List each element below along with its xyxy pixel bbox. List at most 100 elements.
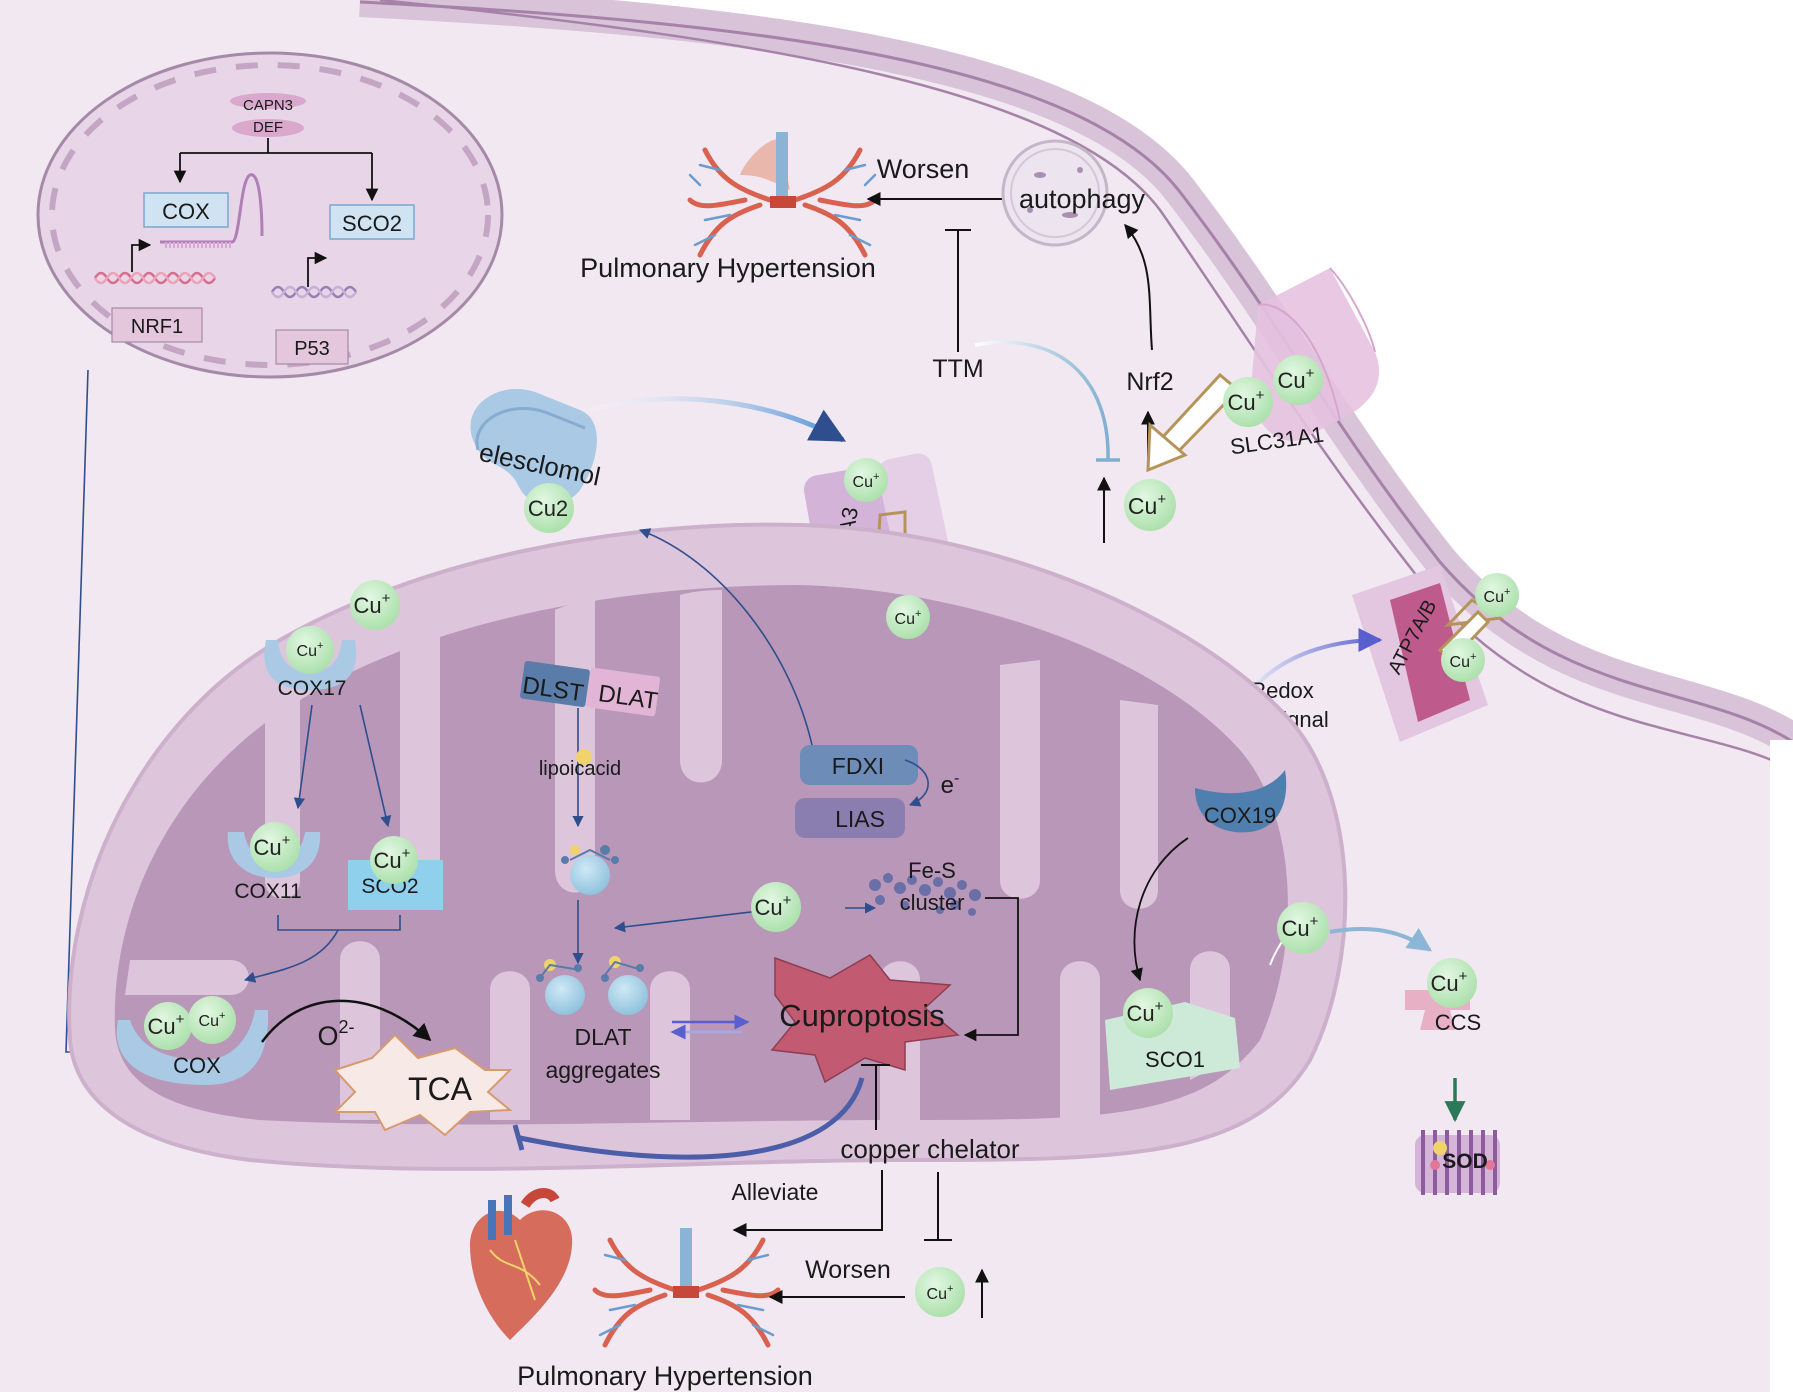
copper-chelator-label: copper chelator xyxy=(840,1134,1020,1164)
svg-text:Cu+: Cu+ xyxy=(895,608,922,628)
ttm-curve xyxy=(974,340,1110,461)
svg-text:Cu+: Cu+ xyxy=(1127,998,1164,1026)
p53-box xyxy=(275,329,349,365)
plasma-membrane-inner xyxy=(359,0,1793,744)
cu-ion-sco2: Cu+ xyxy=(370,836,418,884)
capn3-label: CAPN3 xyxy=(243,97,293,114)
cox19-to-sco1-arrow xyxy=(1130,837,1189,982)
svg-text:Cu+: Cu+ xyxy=(254,832,291,860)
tca-star xyxy=(332,1033,513,1137)
svg-text:Cu+: Cu+ xyxy=(1228,387,1265,415)
ph-bottom-label: Pulmonary Hypertension xyxy=(517,1361,813,1391)
p53-label: P53 xyxy=(294,338,330,360)
fdx1-to-elesclomol-arrow xyxy=(638,528,813,746)
def-protein xyxy=(232,119,304,137)
cuproptosis-star xyxy=(770,954,960,1084)
nrf1-label: NRF1 xyxy=(131,316,183,338)
sco2-gene-box xyxy=(329,204,415,240)
cox17-label: COX17 xyxy=(278,677,347,700)
sod-label: SOD xyxy=(1442,1150,1488,1173)
heart-icon xyxy=(470,1188,573,1340)
fes-cluster-icon xyxy=(869,873,981,916)
chelator-to-tca-inhibit xyxy=(519,1077,865,1160)
dlat-aggregates-icon xyxy=(536,956,648,1015)
def-label: DEF xyxy=(253,119,283,136)
mrna-hairpin xyxy=(160,173,264,244)
dlat-aggregates-label-1: DLAT xyxy=(574,1024,631,1050)
cu-ion-atp7ab-top: Cu+ xyxy=(1475,573,1519,617)
cu-ion-cox-a: Cu+ xyxy=(144,1002,192,1050)
svg-text:Cu+: Cu+ xyxy=(1128,491,1166,519)
svg-text:Cu+: Cu+ xyxy=(148,1011,185,1039)
cox11-protein xyxy=(227,832,321,878)
to-cox-arrow xyxy=(243,929,339,983)
lias-protein xyxy=(795,798,905,838)
lung-icon-top xyxy=(687,132,878,258)
alleviate-label: Alleviate xyxy=(732,1179,819,1205)
cox17-to-sco2-arrow xyxy=(359,704,392,828)
svg-text:Cu+: Cu+ xyxy=(853,471,880,491)
cox-gene-label: COX xyxy=(162,199,210,224)
lipoicacid-label: lipoicacid xyxy=(539,758,621,780)
dlat-aggregates-label-2: aggregates xyxy=(545,1057,660,1083)
fdx1-label: FDXI xyxy=(832,753,884,779)
svg-text:Cu+: Cu+ xyxy=(1282,913,1319,941)
worsen-bottom-label: Worsen xyxy=(805,1256,891,1284)
ph-top-label: Pulmonary Hypertension xyxy=(580,253,876,283)
cox11-label: COX11 xyxy=(234,880,301,903)
plasma-membrane xyxy=(360,0,1793,1392)
dlst-protein xyxy=(520,660,590,708)
cu-ion-slc25a3-top: Cu+ xyxy=(844,458,888,502)
cu-ion-cox11: Cu+ xyxy=(250,822,300,872)
fes-to-cuproptosis-arrow xyxy=(963,897,1019,1042)
cu-ion-cytosol: Cu+ xyxy=(1124,479,1176,531)
plasma-membrane-edge xyxy=(379,0,1793,772)
cox17-to-cox11-arrow xyxy=(293,704,313,810)
cox19-protein xyxy=(1195,770,1287,833)
mitochondrion xyxy=(67,522,1348,1171)
svg-text:Cu+: Cu+ xyxy=(1484,586,1511,606)
nrf2-label: Nrf2 xyxy=(1126,368,1173,396)
cu-ion-mito-free: Cu+ xyxy=(350,580,400,630)
svg-text:Cu+: Cu+ xyxy=(927,1283,954,1303)
cu-to-ccs-arrow xyxy=(1329,927,1432,952)
sco2-gene-label: SCO2 xyxy=(342,211,402,236)
autophagy-label: autophagy xyxy=(1019,184,1146,214)
fdx1-to-lias-arrow xyxy=(904,759,929,807)
nrf1-box xyxy=(111,307,203,343)
cox17-protein xyxy=(264,640,357,690)
fes-label-1: Fe-S xyxy=(908,858,956,883)
fes-label-2: cluster xyxy=(900,890,965,915)
cox19-label: COX19 xyxy=(1204,803,1276,828)
svg-text:Cu+: Cu+ xyxy=(1278,365,1315,393)
chelator-inhibit-cu xyxy=(924,1172,952,1241)
elesclomol-carrier xyxy=(470,388,597,506)
cox-gene-box xyxy=(143,192,229,228)
svg-text:Cu+: Cu+ xyxy=(374,845,411,873)
capn3-protein xyxy=(230,93,306,109)
cu-ion-center: Cu+ xyxy=(751,882,801,932)
svg-text:Cu2: Cu2 xyxy=(528,496,568,521)
svg-text:Cu+: Cu+ xyxy=(297,640,324,660)
tca-label: TCA xyxy=(408,1071,473,1107)
cu-ion-bottom: Cu+ xyxy=(915,1267,965,1317)
cu-ion-slc25a3-bottom: Cu+ xyxy=(886,595,930,639)
elesclomol-to-slc25a3-arrow xyxy=(589,396,847,443)
lipoylated-dlat xyxy=(561,845,619,895)
chelator-inhibit-cuproptosis xyxy=(861,1064,890,1130)
nucleus: CAPN3 DEF COX SCO2 NRF1 P53 xyxy=(36,51,504,379)
cu-ion-to-ccs: Cu+ xyxy=(1277,902,1329,954)
svg-text:Cu+: Cu+ xyxy=(1431,968,1468,996)
cu-ion-cox17: Cu+ xyxy=(286,626,334,674)
ccs-label: CCS xyxy=(1435,1010,1481,1035)
ttm-label: TTM xyxy=(932,355,983,383)
nrf2-to-autophagy-arrow xyxy=(1124,223,1153,351)
fdx1-protein xyxy=(800,745,918,785)
svg-text:Cu+: Cu+ xyxy=(1450,651,1477,671)
cox-complex-label: COX xyxy=(173,1053,221,1078)
cu-ion-atp7ab-bottom: Cu+ xyxy=(1441,638,1485,682)
cox-complex xyxy=(116,1010,269,1085)
sod-protein xyxy=(1415,1130,1500,1195)
cu-ion-slc31a1-a: Cu+ xyxy=(1273,355,1323,405)
